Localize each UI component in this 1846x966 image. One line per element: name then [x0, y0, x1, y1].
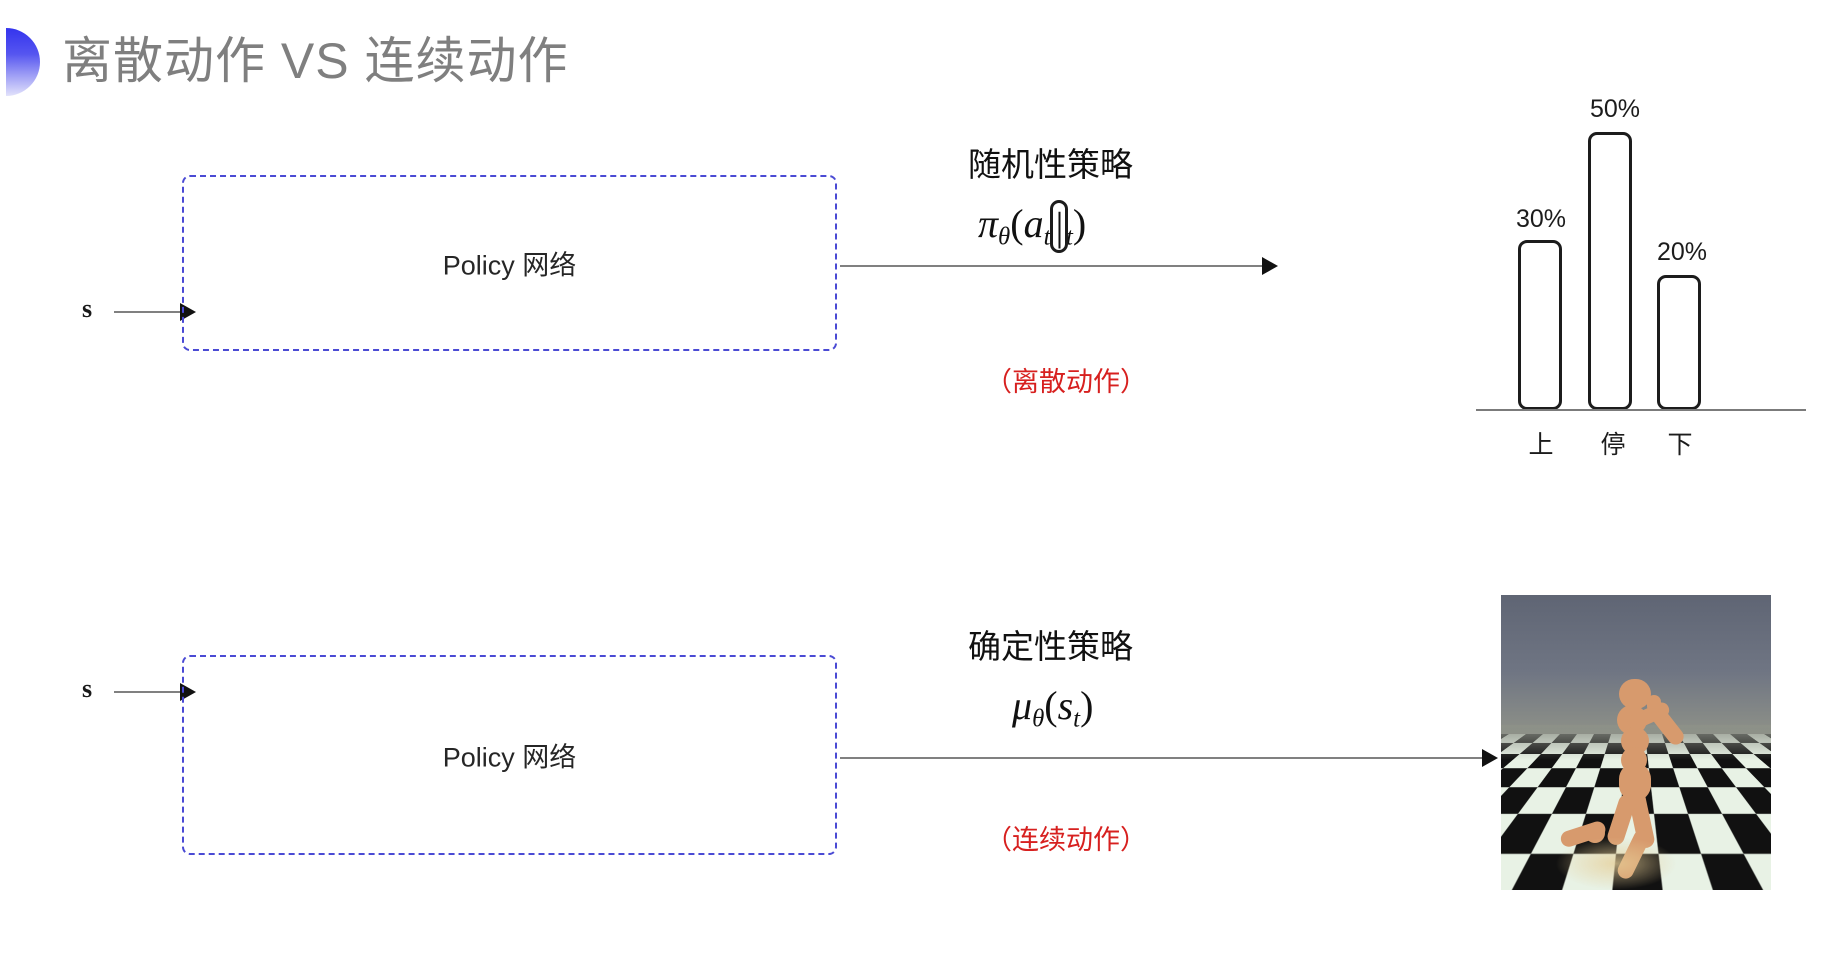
- bar-2: [1657, 275, 1701, 410]
- formula-head-sub-discrete: θ: [998, 223, 1011, 251]
- formula-close-discrete: ): [1072, 201, 1087, 246]
- policy-network-box-discrete[interactable]: Policy 网络: [182, 175, 837, 351]
- input-arrow-head-discrete: [180, 303, 196, 321]
- policy-kind-continuous: 确定性策略: [968, 628, 1133, 665]
- output-arrow-head-continuous: [1482, 749, 1498, 767]
- bar-category-0: 上: [1528, 431, 1554, 459]
- input-arrow-line-continuous: [114, 691, 184, 693]
- bar-value-1: 50%: [1589, 95, 1641, 123]
- bar-value-0: 30%: [1515, 205, 1567, 233]
- bar-chart-axis-line: [1476, 409, 1806, 411]
- output-arrow-line-discrete: [840, 265, 1268, 267]
- formula-arg1-sub-continuous: t: [1073, 705, 1081, 733]
- title-bullet-icon: [6, 28, 40, 96]
- humanoid-simulation-image: [1501, 595, 1771, 890]
- formula-open-discrete: (: [1010, 201, 1024, 246]
- page-title: 离散动作 VS 连续动作: [62, 33, 569, 89]
- formula-arg1-continuous: s: [1057, 683, 1074, 728]
- floor-reflection-glare: [1555, 836, 1677, 890]
- action-note-discrete: （离散动作）: [985, 367, 1147, 397]
- state-input-label-discrete: s: [82, 294, 93, 323]
- formula-head-sub-continuous: θ: [1032, 705, 1045, 733]
- policy-network-box-continuous[interactable]: Policy 网络: [182, 655, 837, 855]
- bar-category-2: 下: [1667, 431, 1693, 459]
- bar-1: [1588, 132, 1632, 410]
- action-probability-bar-chart: 30% 上 50% 停 20% 下: [1470, 95, 1810, 459]
- input-arrow-head-continuous: [180, 683, 196, 701]
- formula-close-continuous: ): [1080, 683, 1094, 728]
- formula-head-continuous: μ: [1012, 683, 1033, 728]
- formula-bar-discrete: |: [1050, 200, 1069, 253]
- formula-open-continuous: (: [1044, 683, 1058, 728]
- output-arrow-head-discrete: [1262, 257, 1278, 275]
- formula-arg1-discrete: a: [1023, 201, 1044, 246]
- bar-0: [1518, 240, 1562, 410]
- formula-head-discrete: π: [978, 201, 999, 246]
- policy-kind-discrete: 随机性策略: [968, 146, 1133, 183]
- bar-value-2: 20%: [1656, 238, 1708, 266]
- policy-network-label-continuous: Policy 网络: [442, 742, 577, 773]
- action-note-continuous: （连续动作）: [985, 825, 1147, 855]
- state-input-label-continuous: s: [82, 674, 93, 703]
- bar-category-1: 停: [1600, 431, 1626, 459]
- formula-arg2-sub-discrete: t: [1066, 223, 1073, 251]
- formula-arg1-sub-discrete: t: [1043, 223, 1051, 251]
- policy-formula-continuous: μθ(st): [1012, 682, 1093, 733]
- policy-formula-discrete: πθ(at|st): [978, 200, 1087, 253]
- policy-network-label-discrete: Policy 网络: [442, 250, 577, 281]
- humanoid-hand: [1647, 695, 1661, 713]
- output-arrow-line-continuous: [840, 757, 1488, 759]
- humanoid-head: [1619, 679, 1651, 709]
- input-arrow-line-discrete: [114, 311, 184, 313]
